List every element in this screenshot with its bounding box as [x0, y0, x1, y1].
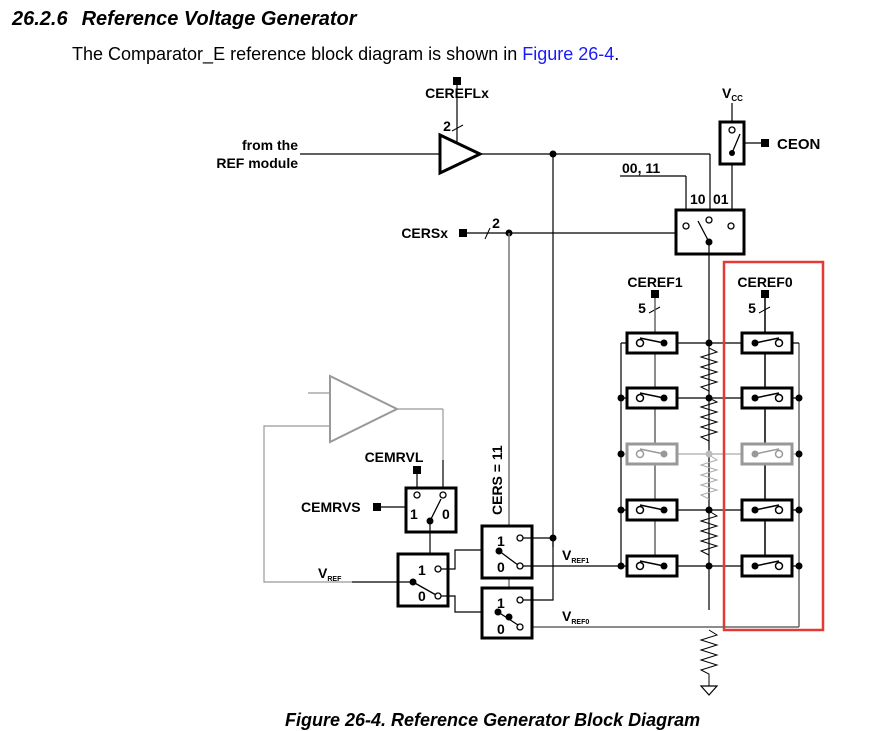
amplifier-icon: [329, 374, 400, 444]
cereflx-width: 2: [443, 118, 451, 134]
section-heading: 26.2.6 Reference Voltage Generator: [12, 8, 357, 31]
ladder-row-2: [617, 386, 803, 410]
figure-caption: Figure 26-4. Reference Generator Block D…: [285, 710, 701, 730]
ceon-label: CEON: [777, 136, 820, 153]
vref0-mux-switch: [480, 586, 534, 640]
intro-paragraph: The Comparator_E reference block diagram…: [72, 44, 619, 65]
ceref0-highlight-box: [722, 260, 825, 632]
vref-mux-1-label: 1: [418, 562, 426, 578]
cersx-pin-icon: [459, 229, 467, 237]
ladder-row-3-faded: [617, 442, 803, 466]
sel-00-11-label: 00, 11: [622, 160, 660, 176]
cemrvs-pin-icon: [373, 503, 381, 511]
figure-link[interactable]: Figure 26-4: [522, 44, 615, 64]
from-ref-label-2: REF module: [216, 155, 298, 171]
cemrvl-pin-icon: [413, 466, 421, 474]
ceref0-width: 5: [748, 300, 756, 316]
ladder-row-1: [621, 331, 799, 355]
cers-eq-label: CERS = 11: [489, 445, 505, 515]
ladder-resistor-bottom: [699, 629, 719, 686]
ceref1-width: 5: [638, 300, 646, 316]
cereflx-pin-icon: [453, 77, 461, 85]
vref-mux-0-label: 0: [418, 588, 426, 604]
cersx-selector-switch: [674, 208, 746, 256]
ceref0-label: CEREF0: [737, 274, 792, 290]
cemrvs-label: CEMRVS: [301, 499, 361, 515]
ladder-resistor-1: [699, 343, 719, 442]
ceon-pin-icon: [761, 139, 769, 147]
vref0-mux-0-label: 0: [497, 621, 505, 637]
vref1-label: VREF1: [562, 547, 589, 565]
vref0-label: VREF0: [562, 608, 589, 626]
intro-text: The Comparator_E reference block diagram…: [72, 44, 523, 64]
ground-icon: [699, 685, 719, 696]
from-ref-label-1: from the: [242, 137, 298, 153]
ceref1-pin-icon: [651, 290, 659, 298]
cersx-width: 2: [492, 215, 500, 231]
ceref1-label: CEREF1: [627, 274, 682, 290]
cersx-label: CERSx: [401, 225, 448, 241]
ceref0-pin-icon: [761, 290, 769, 298]
cemrv-in0-label: 0: [442, 506, 450, 522]
sel-01-label: 01: [713, 191, 729, 207]
sel-10-label: 10: [690, 191, 706, 207]
vref0-mux-1-label: 1: [497, 595, 505, 611]
ladder-resistor-2: [699, 454, 719, 500]
vref1-mux-0-label: 0: [497, 559, 505, 575]
vref1-mux-1-label: 1: [497, 533, 505, 549]
section-number: 26.2.6: [12, 8, 68, 30]
cemrv-in1-label: 1: [410, 506, 418, 522]
ladder-row-4: [617, 498, 803, 522]
vref1-mux-switch: [480, 524, 534, 580]
vref-label: VREF: [318, 565, 342, 583]
ladder-row-5: [553, 554, 803, 578]
cemrvl-label: CEMRVL: [365, 449, 424, 465]
reference-buffer-icon: [438, 132, 484, 176]
ladder-resistor-3: [699, 510, 719, 556]
vcc-label: VCC: [722, 85, 743, 103]
intro-text-end: .: [614, 44, 620, 64]
section-title: Reference Voltage Generator: [81, 8, 357, 30]
cereflx-label: CEREFLx: [425, 85, 489, 101]
